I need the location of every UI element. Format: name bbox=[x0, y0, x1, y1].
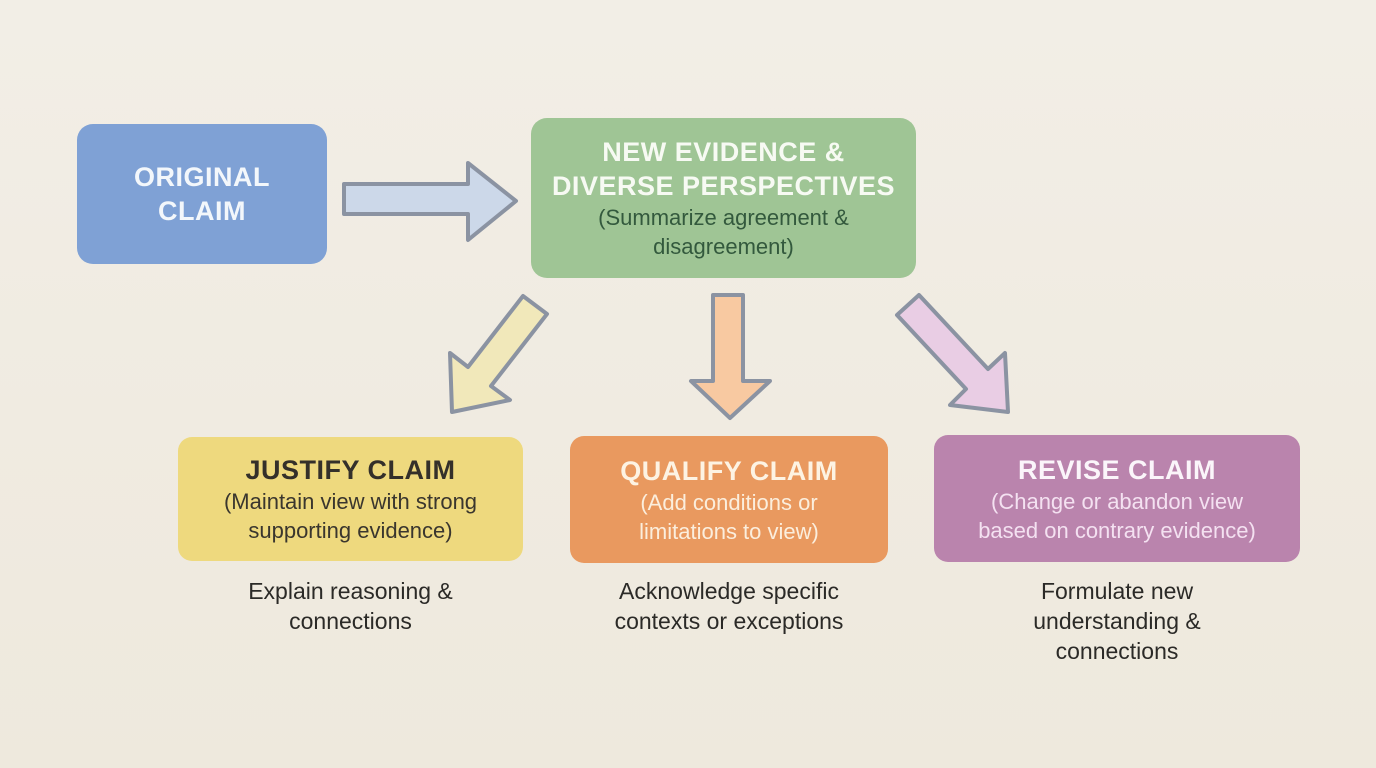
node-justify-claim: JUSTIFY CLAIM (Maintain view with strong… bbox=[178, 437, 523, 561]
arrow-down-icon bbox=[689, 293, 772, 420]
node-justify-claim-title: JUSTIFY CLAIM bbox=[245, 455, 456, 485]
node-new-evidence: NEW EVIDENCE & DIVERSE PERSPECTIVES (Sum… bbox=[531, 118, 916, 278]
node-original-claim: ORIGINAL CLAIM bbox=[77, 124, 327, 264]
node-original-claim-title: ORIGINAL CLAIM bbox=[134, 162, 270, 226]
node-qualify-claim-title: QUALIFY CLAIM bbox=[620, 455, 838, 486]
arrow-down-left-icon bbox=[448, 294, 549, 414]
node-new-evidence-title: NEW EVIDENCE & DIVERSE PERSPECTIVES bbox=[551, 137, 896, 201]
node-justify-claim-subtitle: (Maintain view with strong supporting ev… bbox=[223, 489, 478, 543]
node-revise-claim-subtitle: (Change or abandon view based on contrar… bbox=[978, 488, 1256, 543]
node-qualify-claim-subtitle: (Add conditions or limitations to view) bbox=[639, 489, 819, 544]
arrow-right-icon bbox=[342, 161, 518, 242]
node-revise-claim-title: REVISE CLAIM bbox=[1017, 454, 1217, 485]
arrow-down-right-icon bbox=[895, 293, 1010, 414]
node-new-evidence-subtitle: (Summarize agreement & disagreement) bbox=[598, 205, 849, 259]
caption-qualify-claim: Acknowledge specific contexts or excepti… bbox=[614, 578, 844, 634]
caption-justify-claim: Explain reasoning & connections bbox=[248, 578, 453, 634]
node-revise-claim: REVISE CLAIM (Change or abandon view bas… bbox=[934, 435, 1300, 562]
caption-revise-claim: Formulate new understanding & connection… bbox=[1033, 578, 1201, 664]
node-qualify-claim: QUALIFY CLAIM (Add conditions or limitat… bbox=[570, 436, 888, 563]
